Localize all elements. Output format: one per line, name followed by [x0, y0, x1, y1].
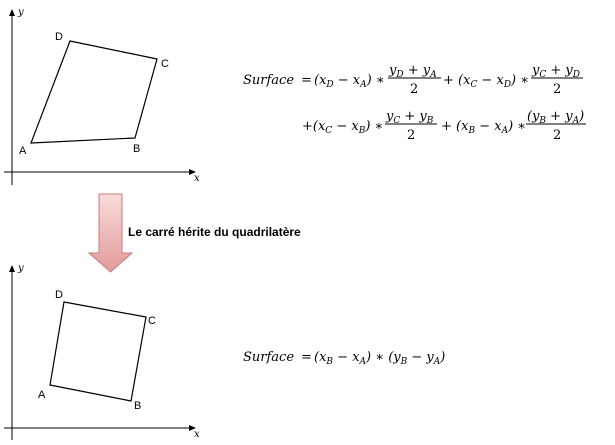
formula-top-frac1-num: yD + yA — [388, 63, 437, 80]
top-x-axis-label: x — [194, 173, 200, 184]
formula-bottom-surface-label: Surface — [243, 350, 294, 365]
bottom-y-arrowhead — [9, 265, 15, 272]
formula-top-frac1-den: 2 — [410, 82, 418, 97]
formula-bottom-expression: (xB − xA) ∗ (yB − yA) — [314, 350, 445, 367]
formula-top: Surface = (xD − xA) ∗ yD + yA 2 + (xC − … — [243, 63, 586, 143]
formula-bottom: Surface = (xB − xA) ∗ (yB − yA) — [243, 350, 445, 367]
bottom-diagram: y x A B C D — [4, 263, 200, 440]
formula-top-frac4-den: 2 — [553, 128, 561, 143]
formula-top-frac3-num: yC + yB — [385, 109, 434, 126]
formula-top-equals: = — [301, 73, 312, 88]
top-vertex-b: B — [133, 143, 140, 155]
bottom-vertex-a: A — [38, 389, 46, 401]
bottom-vertex-b: B — [134, 400, 141, 412]
formula-top-frac3-den: 2 — [407, 128, 415, 143]
bottom-square — [49, 301, 147, 402]
inheritance-caption: Le carré hérite du quadrilatère — [128, 225, 301, 239]
formula-top-frac2-den: 2 — [553, 82, 561, 97]
formula-top-frac2-num: yC + yD — [531, 63, 580, 80]
formula-bottom-equals: = — [301, 350, 312, 365]
inheritance-arrow — [87, 193, 134, 273]
top-vertex-a: A — [19, 145, 27, 157]
bottom-x-axis-label: x — [194, 429, 200, 440]
formula-top-frac4-num: (yB + yA) — [527, 109, 584, 126]
formula-top-term4: + (xB − xA) ∗ — [441, 119, 526, 136]
bottom-vertex-d: D — [55, 289, 63, 301]
top-y-axis-label: y — [17, 7, 24, 18]
formula-top-term1: (xD − xA) ∗ — [314, 73, 385, 90]
formula-top-term3: +(xC − xB) ∗ — [302, 119, 383, 136]
top-y-arrowhead — [9, 9, 15, 16]
top-vertex-d: D — [55, 31, 63, 43]
top-quadrilateral — [30, 40, 158, 144]
bottom-x-arrowhead — [189, 425, 196, 431]
top-vertex-c: C — [161, 58, 169, 70]
top-x-arrowhead — [189, 169, 196, 175]
bottom-y-axis-label: y — [17, 263, 24, 274]
formula-top-term2: + (xC − xD) ∗ — [443, 73, 529, 90]
bottom-vertex-c: C — [148, 315, 156, 327]
top-diagram: y x A B C D — [4, 7, 200, 185]
formula-top-surface-label: Surface — [243, 73, 294, 88]
